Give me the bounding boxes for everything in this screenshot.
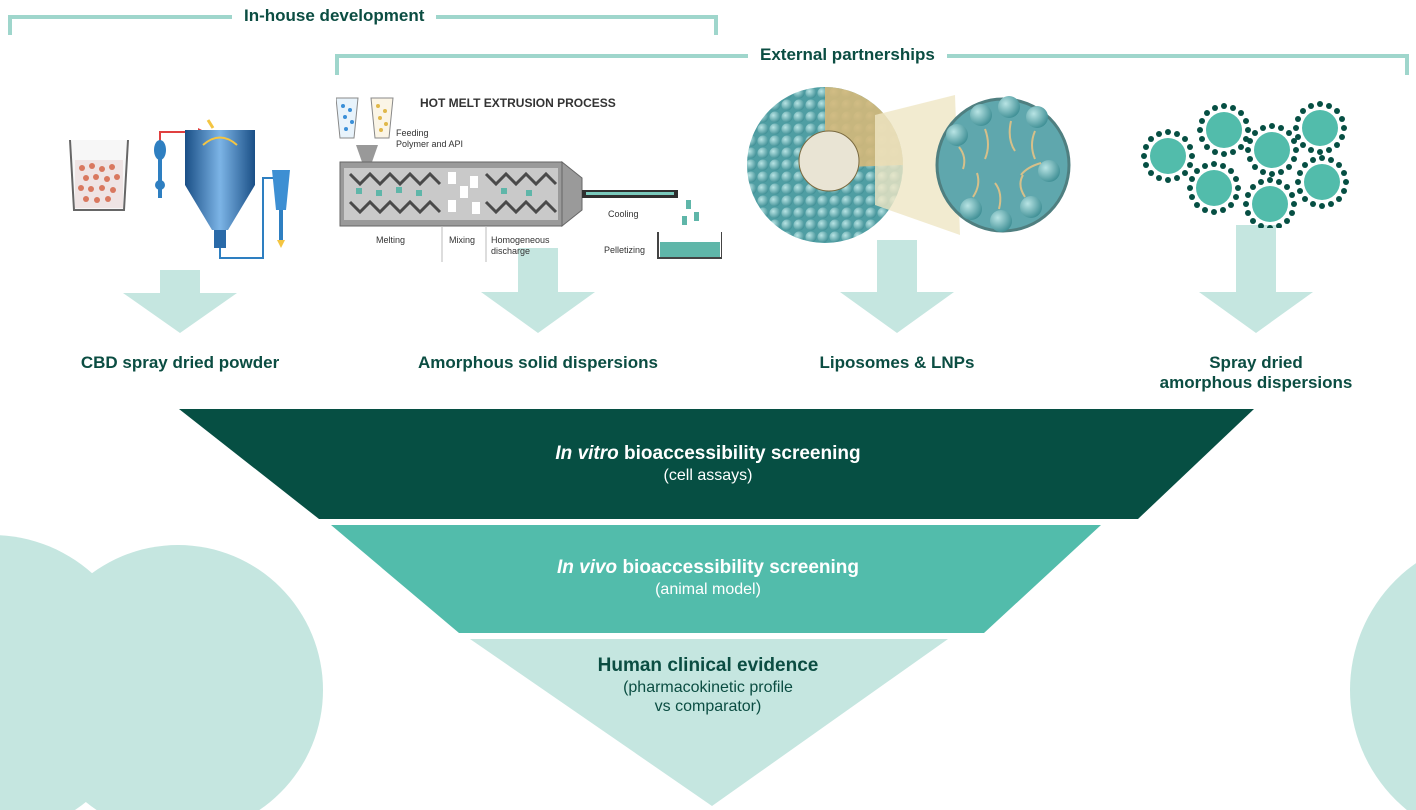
funnel-level-3-sub-1: (pharmacokinetic profile — [623, 679, 793, 696]
method-label-cbd: CBD spray dried powder — [80, 353, 280, 372]
funnel-level-2 — [331, 525, 1101, 633]
method-label-asd: Amorphous solid dispersions — [418, 353, 658, 372]
bg-circle-left-2 — [33, 545, 323, 810]
arrow-asd — [481, 248, 595, 333]
funnel-level-3-title: Human clinical evidence — [597, 655, 819, 676]
funnel-level-2-text: In vivo bioaccessibility screening (anim… — [0, 556, 1416, 599]
external-label: External partnerships — [748, 45, 947, 65]
funnel-level-1-text: In vitro bioaccessibility screening (cel… — [0, 442, 1416, 485]
arrow-sdad — [1199, 225, 1313, 333]
funnel-level-1-sub: (cell assays) — [663, 467, 753, 484]
funnel-level-2-title: In vivo bioaccessibility screening — [0, 556, 1416, 580]
in-house-label: In-house development — [232, 6, 437, 26]
funnel-level-2-title-rest: bioaccessibility screening — [617, 557, 859, 578]
method-label-lipo: Liposomes & LNPs — [819, 353, 975, 372]
funnel-level-3-sub-2: vs comparator) — [654, 698, 762, 715]
bg-circle-right — [1350, 563, 1416, 810]
funnel-level-2-italic: In vivo — [556, 557, 618, 578]
funnel-level-3 — [470, 639, 948, 806]
hme-mixing: Mixing — [449, 235, 475, 245]
hme-cooling: Cooling — [608, 209, 639, 219]
method-label-sdad-line1: Spray dried — [1209, 353, 1303, 372]
hme-feeding-1: Feeding — [396, 128, 429, 138]
hme-title: HOT MELT EXTRUSION PROCESS — [420, 96, 616, 110]
arrow-cbd — [123, 270, 237, 333]
hme-homogeneous-2: discharge — [491, 246, 530, 256]
hme-melting: Melting — [376, 235, 405, 245]
method-label-sdad: Spray dried amorphous dispersions — [1126, 353, 1386, 393]
funnel-level-1-title-rest: bioaccessibility screening — [618, 443, 861, 464]
funnel-level-1 — [179, 409, 1254, 519]
spray-dryer-illustration — [69, 119, 290, 259]
funnel-level-3-text: Human clinical evidence (pharmacokinetic… — [0, 654, 1416, 716]
funnel-level-1-title: In vitro bioaccessibility screening — [0, 442, 1416, 466]
hme-pelletizing: Pelletizing — [604, 245, 645, 255]
down-arrows — [123, 225, 1313, 333]
arrow-lipo — [840, 240, 954, 333]
funnel-level-1-italic: In vitro — [555, 443, 619, 464]
hme-feeding-2: Polymer and API — [396, 139, 463, 149]
hme-homogeneous-1: Homogeneous — [491, 235, 550, 245]
liposome-illustration — [747, 87, 1071, 243]
hot-melt-extrusion-illustration: HOT MELT EXTRUSION PROCESS Feeding Polym… — [336, 96, 722, 262]
funnel-level-2-sub: (animal model) — [655, 581, 761, 598]
method-label-sdad-line2: amorphous dispersions — [1159, 373, 1353, 392]
